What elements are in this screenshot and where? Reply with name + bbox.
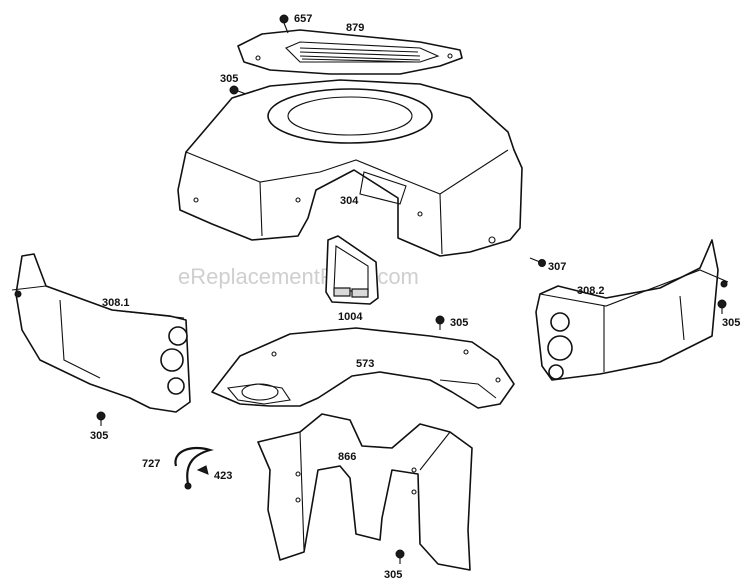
part-866-lower-shield: [257, 413, 473, 571]
label-657: 657: [294, 13, 312, 25]
label-305-mid: 305: [450, 317, 468, 329]
label-866: 866: [338, 451, 356, 463]
label-307: 307: [548, 261, 566, 273]
label-879: 879: [346, 22, 364, 34]
part-879-grille-plate: [237, 29, 463, 75]
part-308-2-right-shield: [535, 239, 729, 381]
part-573-base-plate: [211, 327, 515, 409]
part-1004-baffle: [325, 235, 379, 305]
screw-423: [196, 465, 209, 475]
label-727: 727: [142, 458, 160, 470]
label-1004: 1004: [338, 311, 363, 323]
screw-305-top: [229, 85, 247, 95]
part-304-blower-housing: [177, 79, 523, 257]
screw-305-bottom: [395, 549, 405, 564]
part-727-clip: [174, 446, 214, 490]
label-305-left: 305: [90, 430, 108, 442]
screw-305-right: [717, 299, 727, 314]
screw-657: [279, 14, 289, 34]
label-308-2: 308.2: [577, 285, 605, 297]
label-308-1: 308.1: [102, 297, 130, 309]
label-305-right: 305: [722, 317, 740, 329]
screw-307: [529, 257, 546, 267]
label-423: 423: [214, 470, 232, 482]
label-304: 304: [340, 195, 359, 207]
label-573: 573: [356, 358, 374, 370]
part-308-1-left-shield: [11, 253, 191, 413]
screw-305-left: [96, 411, 106, 426]
label-305-bottom: 305: [384, 569, 402, 581]
screw-305-mid: [435, 315, 445, 330]
label-305-top: 305: [220, 73, 238, 85]
watermark-text: eReplacementParts.com: [178, 264, 419, 289]
